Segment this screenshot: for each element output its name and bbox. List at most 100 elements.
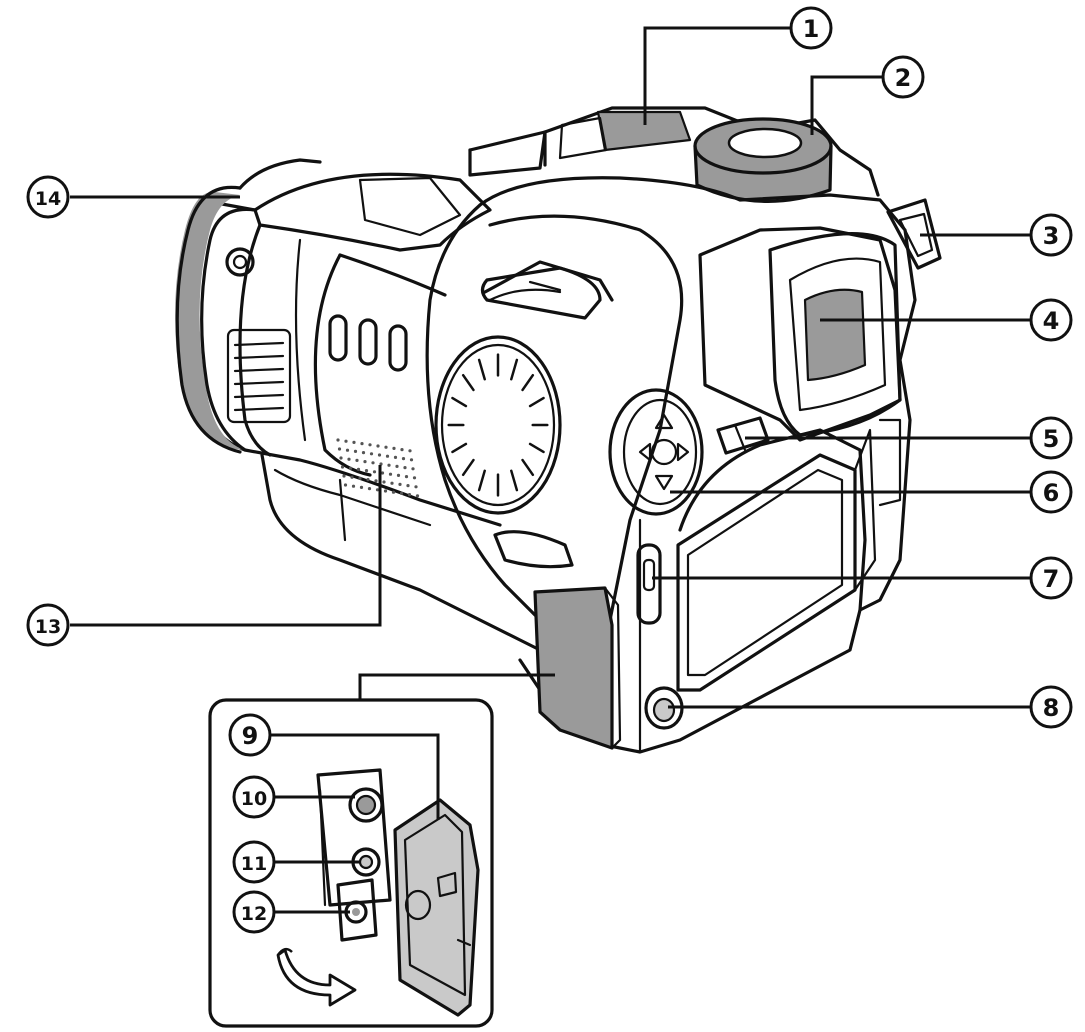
svg-text:3: 3 — [1043, 222, 1060, 250]
dial-tick — [528, 396, 545, 408]
mic-dot — [414, 485, 418, 489]
svg-text:6: 6 — [1043, 479, 1060, 507]
svg-text:10: 10 — [241, 788, 267, 810]
mic-dot — [377, 453, 382, 457]
mic-dot — [401, 457, 406, 461]
mic-dot — [359, 485, 364, 489]
callout-11: 11 — [232, 840, 276, 884]
top-dial — [693, 117, 833, 203]
callout-2: 2 — [881, 55, 925, 99]
mic-dot — [360, 442, 364, 446]
mic-dot — [352, 440, 356, 444]
callout-8: 8 — [1029, 685, 1073, 729]
callout-14: 14 — [26, 175, 70, 219]
dial-tick — [521, 458, 535, 477]
svg-text:4: 4 — [1043, 307, 1060, 335]
callout-3: 3 — [1029, 213, 1073, 257]
mic-dot — [364, 469, 369, 473]
mode-dial — [434, 260, 614, 569]
mic-dot — [380, 471, 385, 475]
mic-dot — [336, 438, 340, 442]
jack-10 — [348, 787, 384, 823]
dial-tick — [461, 373, 475, 392]
side-slider — [636, 543, 662, 625]
directional-pad — [608, 388, 704, 516]
mic-dot — [375, 488, 380, 492]
viewfinder-eyecup — [698, 226, 902, 442]
dial-tick — [528, 442, 545, 454]
mic-dot — [342, 474, 346, 478]
svg-text:9: 9 — [242, 722, 259, 750]
mic-dot — [412, 476, 417, 480]
mic-dot — [390, 481, 394, 485]
mic-dot — [393, 455, 398, 459]
mic-dot — [347, 457, 351, 461]
mic-dot — [415, 494, 420, 498]
terminal-cover-flap — [533, 586, 622, 750]
callout-10: 10 — [232, 775, 276, 819]
mic-dot — [356, 467, 361, 471]
mic-dot — [403, 466, 407, 470]
mic-dot — [337, 447, 342, 451]
svg-text:12: 12 — [241, 903, 267, 925]
svg-text:13: 13 — [35, 616, 61, 638]
mic-dot — [371, 461, 375, 465]
flash-housing — [468, 106, 880, 197]
mic-dot — [398, 482, 402, 486]
mic-dot — [358, 476, 362, 480]
mic-dot — [348, 466, 353, 470]
callout-5: 5 — [1029, 416, 1073, 460]
mic-dot — [411, 467, 415, 471]
mic-dot — [339, 456, 343, 460]
callout-badges: 1 2 3 4 5 6 7 8 — [26, 6, 1073, 934]
callout-7: 7 — [1029, 556, 1073, 600]
open-cover — [393, 798, 480, 1017]
dial-tick — [510, 469, 519, 492]
mic-dot — [391, 490, 396, 494]
dial-tick — [510, 358, 519, 381]
mic-dot — [366, 478, 370, 482]
callout-6: 6 — [1029, 470, 1073, 514]
mic-dot — [404, 475, 409, 479]
mic-dot — [351, 484, 356, 488]
mic-dot — [340, 465, 345, 469]
round-button — [644, 686, 684, 730]
mic-dot — [355, 458, 359, 462]
lens-barrel — [175, 158, 502, 527]
leader-lines — [70, 26, 1030, 914]
callout-12: 12 — [232, 890, 276, 934]
svg-text:2: 2 — [895, 64, 912, 92]
svg-text:8: 8 — [1043, 694, 1060, 722]
mic-dot — [400, 448, 404, 452]
mic-dot — [388, 472, 393, 476]
mic-dot — [350, 475, 354, 479]
mic-dot — [363, 460, 367, 464]
svg-text:14: 14 — [35, 188, 61, 210]
dial-tick — [521, 373, 535, 392]
mic-dot — [345, 448, 350, 452]
strap-loop — [886, 198, 942, 270]
mic-dot — [361, 451, 366, 455]
mic-dot — [369, 452, 374, 456]
mic-dot — [374, 479, 378, 483]
mic-dot — [406, 484, 410, 488]
mic-dot — [367, 487, 372, 491]
mic-dot — [396, 473, 401, 477]
camera-base — [260, 453, 562, 662]
dial-tick — [477, 469, 486, 492]
mic-dot — [385, 454, 390, 458]
mic-dot — [387, 463, 391, 467]
mic-dot — [409, 458, 414, 462]
mic-dot — [383, 489, 388, 493]
mic-dot — [395, 464, 399, 468]
mic-dot — [344, 439, 348, 443]
svg-text:5: 5 — [1043, 425, 1060, 453]
mic-dot — [368, 443, 372, 447]
slide-switch — [716, 416, 770, 455]
svg-text:1: 1 — [803, 15, 820, 43]
mic-dot — [407, 493, 412, 497]
mic-dot — [408, 449, 412, 453]
body-shell — [425, 176, 917, 754]
mic-dot — [372, 470, 377, 474]
